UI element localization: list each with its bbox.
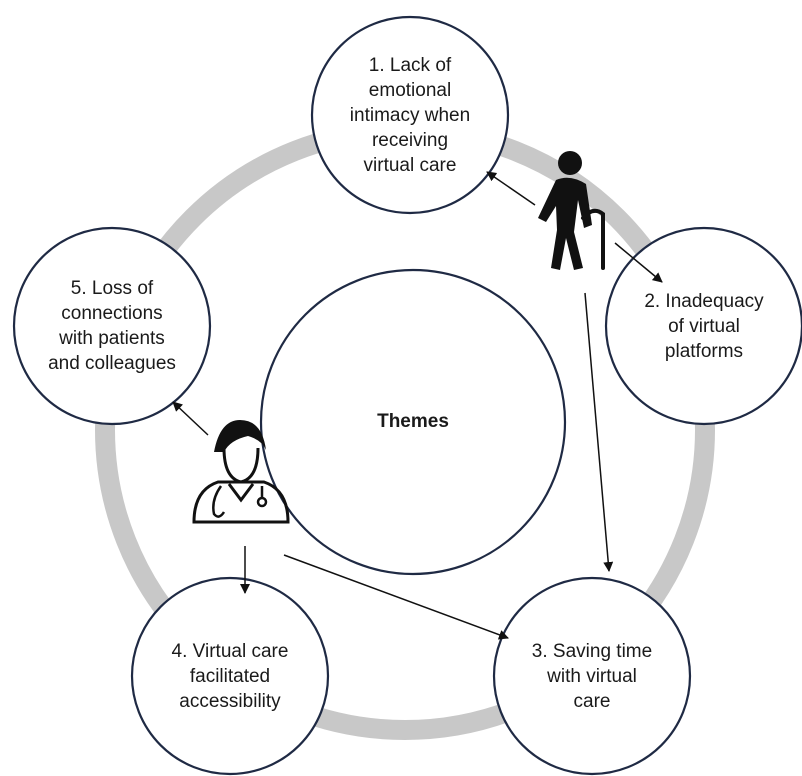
- theme-circle-3: [492, 576, 692, 776]
- theme-label-4: 4. Virtual care facilitated accessibilit…: [171, 640, 289, 712]
- theme-circle-5: [12, 226, 212, 426]
- arrow-patient-to-theme-3: [584, 292, 614, 572]
- doctor-icon: [192, 420, 290, 524]
- arrow-doctor-to-theme-5: [172, 401, 209, 436]
- theme-circle-1: [310, 15, 510, 215]
- center-label: Themes: [377, 411, 449, 432]
- arrow-patient-to-theme-1: [486, 171, 536, 206]
- center-circle: [259, 268, 567, 576]
- arrow-patient-to-theme-2: [614, 242, 663, 283]
- arrow-doctor-to-theme-3: [283, 554, 509, 640]
- theme-label-1: 1. Lack of emotional intimacy when recei…: [349, 54, 471, 176]
- theme-circle-4: [130, 576, 330, 776]
- theme-label-3: 3. Saving time with virtual care: [531, 640, 653, 712]
- theme-label-2: 2. Inadequacy of virtual platforms: [644, 290, 764, 362]
- elderly-patient-icon: [538, 151, 605, 270]
- theme-label-5: 5. Loss of connections with patients and…: [48, 278, 176, 374]
